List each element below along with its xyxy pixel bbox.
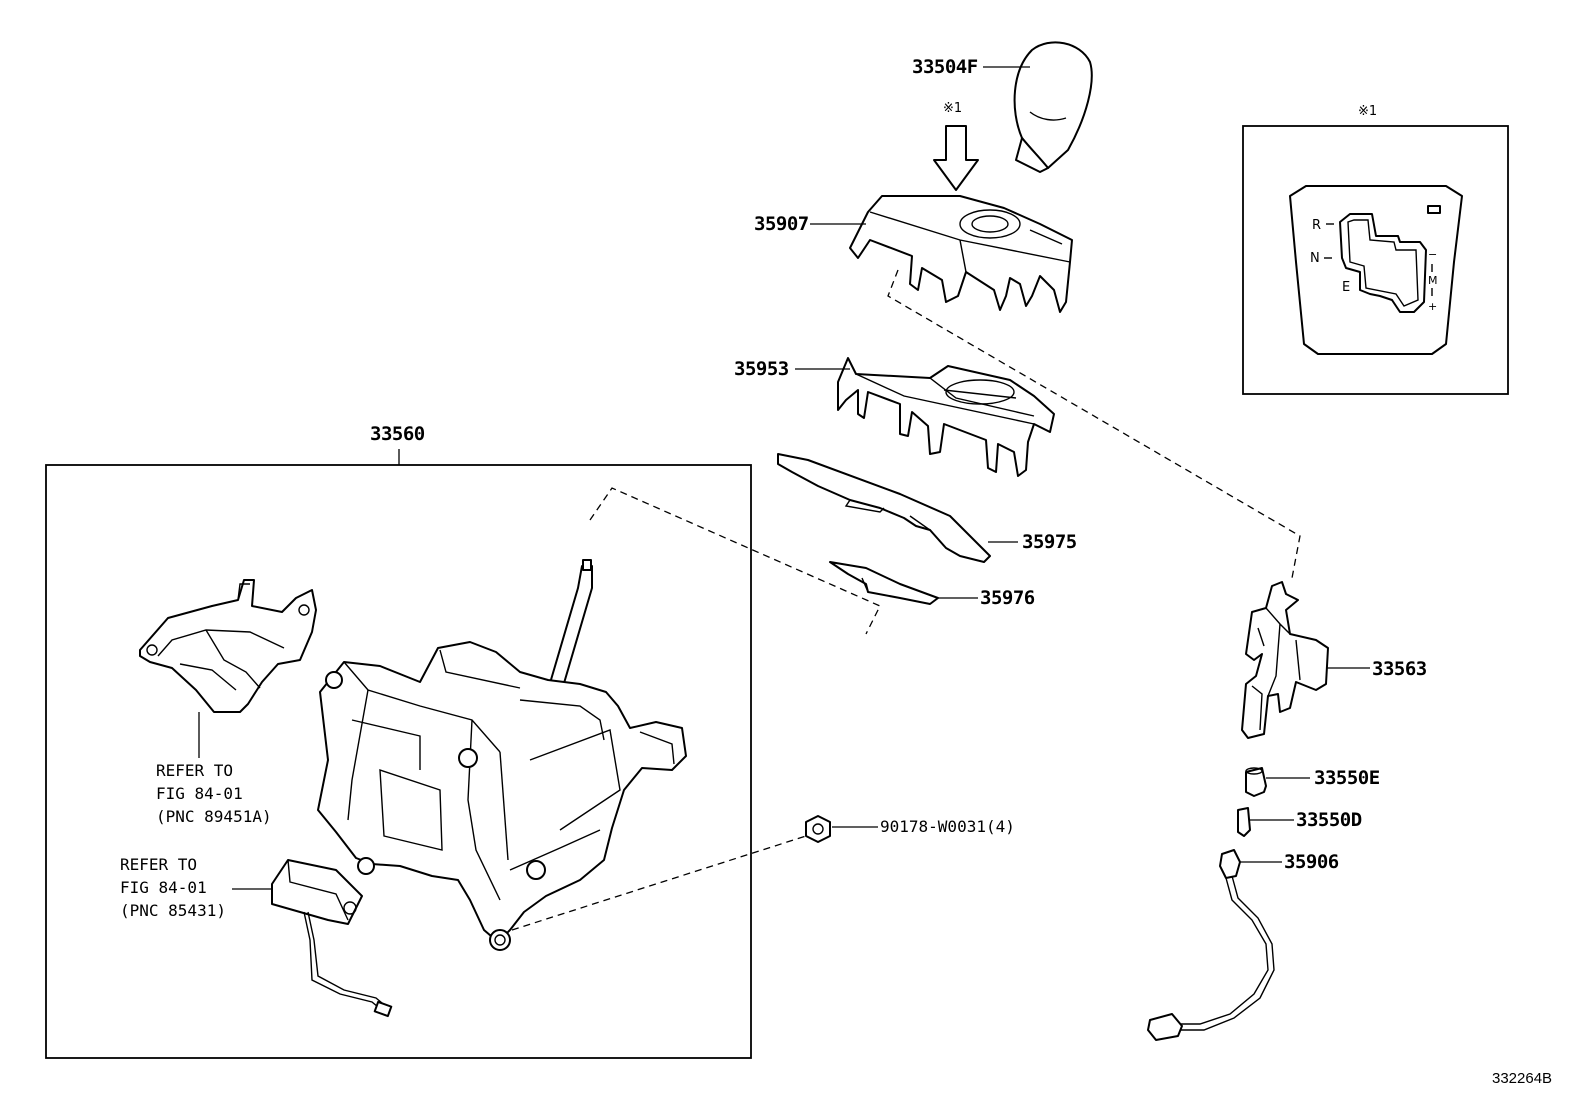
shift-lever-body — [317, 641, 687, 951]
nut-part — [805, 815, 831, 843]
wire-harness-part — [1147, 849, 1275, 1041]
dashed-guide-nut — [511, 835, 807, 931]
dashed-guide-lever — [589, 487, 881, 635]
callout-35907: 35907 — [754, 213, 809, 235]
panel-manual-plus: + — [1428, 300, 1437, 313]
shift-lever-assy-frame — [45, 464, 752, 1059]
indicator-cover-part — [849, 195, 1073, 313]
upper-refer-line-2: FIG 84-01 — [156, 784, 243, 803]
bulb-part — [1237, 807, 1251, 837]
bulb-socket-part — [1245, 767, 1267, 797]
callout-nut: 90178-W0031(4) — [880, 817, 1015, 836]
callout-35906: 35906 — [1284, 851, 1339, 873]
panel-position-n: N — [1310, 251, 1320, 266]
indicator-plate — [1289, 185, 1463, 355]
switch-part — [271, 859, 393, 1018]
lower-refer-line-2: FIG 84-01 — [120, 878, 207, 897]
lower-refer-line-1: REFER TO — [120, 855, 197, 874]
upper-refer-line-3: (PNC 89451A) — [156, 807, 272, 826]
lock-solenoid-part — [1241, 581, 1329, 739]
callout-33504F: 33504F — [912, 56, 978, 78]
callout-35953: 35953 — [734, 358, 789, 380]
panel-view-marker: ※1 — [1358, 104, 1377, 119]
callout-33560: 33560 — [370, 423, 425, 445]
dashed-guide-upper — [887, 269, 1301, 579]
upper-refer-line-1: REFER TO — [156, 761, 233, 780]
callout-33563: 33563 — [1372, 658, 1427, 680]
housing-part — [837, 357, 1055, 477]
callout-35975: 35975 — [1022, 531, 1077, 553]
view-arrow-icon — [933, 125, 979, 191]
indicator-panel-frame — [1242, 125, 1509, 395]
lower-refer-line-3: (PNC 85431) — [120, 901, 226, 920]
figure-code: 332264B — [1492, 1070, 1552, 1087]
panel-position-r: R — [1312, 218, 1321, 233]
shift-knob-part — [1013, 41, 1093, 173]
view-marker: ※1 — [943, 101, 962, 116]
small-plate-part — [829, 561, 939, 605]
slide-plate-part — [777, 453, 991, 563]
panel-position-e: E — [1342, 280, 1350, 295]
callout-33550E: 33550E — [1314, 767, 1380, 789]
callout-35976: 35976 — [980, 587, 1035, 609]
panel-manual-minus: − — [1428, 248, 1437, 261]
callout-33550D: 33550D — [1296, 809, 1362, 831]
panel-manual-m: M — [1428, 274, 1438, 287]
shift-lever-rod — [547, 559, 593, 691]
position-sensor-part — [139, 579, 317, 713]
